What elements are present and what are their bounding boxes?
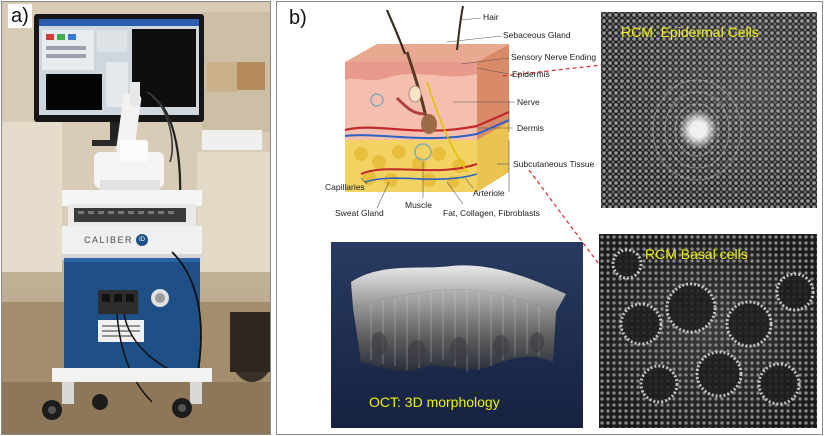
- label-sensory-nerve-ending: Sensory Nerve Ending: [511, 52, 597, 62]
- skin-cross-section-diagram: [344, 5, 633, 307]
- label-subcutaneous-tissue: Subcutaneous Tissue: [513, 159, 595, 169]
- label-muscle: Muscle: [405, 200, 432, 210]
- rcm-epidermal-cells-image: [601, 12, 817, 208]
- label-sebaceous-gland: Sebaceous Gland: [503, 30, 571, 40]
- device-photo-panel: a) CALIBER ID: [1, 1, 271, 435]
- imaging-modalities-panel: b): [276, 1, 823, 435]
- panel-a-letter: a): [8, 4, 32, 28]
- label-dermis: Dermis: [517, 123, 544, 133]
- label-capillaries: Capillaries: [325, 182, 365, 192]
- caption-rcm-basal-cells: RCM Basal cells: [645, 246, 748, 262]
- label-fat-collagen-fibroblasts: Fat, Collagen, Fibroblasts: [443, 208, 540, 218]
- label-sweat-gland: Sweat Gland: [335, 208, 384, 218]
- panel-b-letter: b): [289, 7, 307, 29]
- label-nerve: Nerve: [517, 97, 540, 107]
- label-epidermis: Epidermis: [512, 69, 550, 79]
- brand-text: CALIBER: [84, 235, 134, 245]
- brand-logo: CALIBER ID: [84, 234, 149, 246]
- oct-3d-image: [331, 242, 583, 428]
- label-hair: Hair: [483, 12, 499, 22]
- brand-badge: ID: [136, 234, 149, 246]
- device-photo: [2, 2, 270, 434]
- caption-rcm-epidermal-cells: RCM: Epidermal Cells: [621, 24, 759, 40]
- label-arteriole: Arteriole: [473, 188, 505, 198]
- rcm-basal-cells-image: [599, 234, 817, 428]
- caption-oct-3d-morphology: OCT: 3D morphology: [369, 394, 500, 410]
